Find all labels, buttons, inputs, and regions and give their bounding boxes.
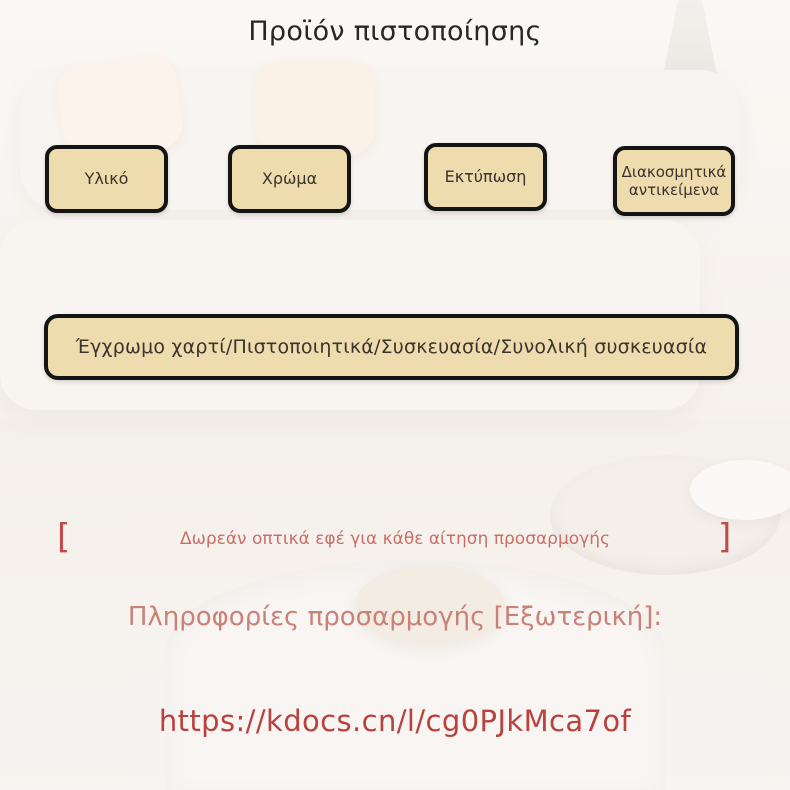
- option-label: Διακοσμητικά αντικείμενα: [621, 163, 727, 199]
- page-title: Προϊόν πιστοποίησης: [248, 16, 542, 47]
- notice-bracket-close: ]: [718, 517, 732, 557]
- customization-url-link[interactable]: https://kdocs.cn/l/cg0PJkMca7of: [158, 704, 632, 738]
- option-label: Χρώμα: [261, 169, 318, 189]
- product-types-banner[interactable]: Έγχρωμο χαρτί/Πιστοποιητικά/Συσκευασία/Σ…: [44, 314, 739, 380]
- background-fruit-bowl: [355, 565, 505, 645]
- notice-bracket-open: [: [57, 517, 71, 557]
- free-visual-effect-notice: Δωρεάν οπτικά εφέ για κάθε αίτηση προσαρ…: [180, 529, 610, 549]
- option-decorations-button[interactable]: Διακοσμητικά αντικείμενα: [613, 146, 735, 216]
- option-label: Υλικό: [84, 169, 129, 189]
- customization-info-label: Πληροφορίες προσαρμογής [Εξωτερική]:: [127, 602, 663, 632]
- option-printing-button[interactable]: Εκτύπωση: [424, 143, 547, 211]
- background-side-table-top: [690, 460, 790, 520]
- product-types-label: Έγχρωμο χαρτί/Πιστοποιητικά/Συσκευασία/Σ…: [75, 335, 708, 358]
- option-material-button[interactable]: Υλικό: [45, 145, 168, 213]
- background-cushion: [255, 60, 375, 155]
- option-label: Εκτύπωση: [444, 167, 527, 187]
- option-color-button[interactable]: Χρώμα: [228, 145, 351, 213]
